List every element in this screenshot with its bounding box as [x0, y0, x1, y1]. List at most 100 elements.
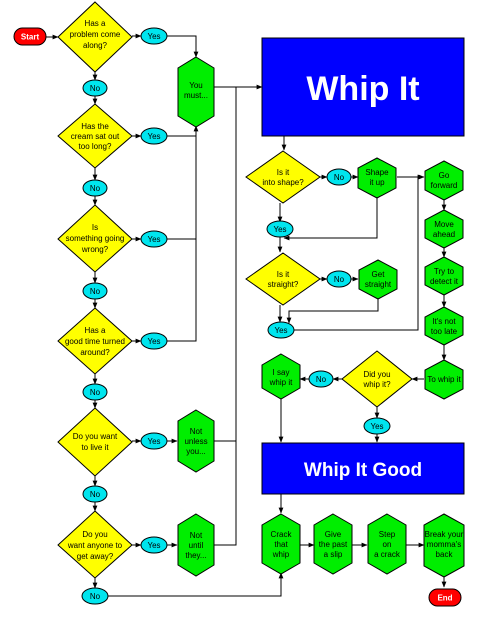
yes-connector-5: Yes [140, 432, 168, 450]
yes-label: Yes [147, 235, 160, 244]
yes-label: Yes [147, 541, 160, 550]
no-connector-did: No [308, 370, 334, 388]
edge-no6-crack [108, 572, 284, 597]
yes-connector-6: Yes [140, 536, 168, 554]
action-to-whip-it-text: To whip it [427, 375, 461, 384]
no-connector-6: No [81, 587, 109, 605]
yes-connector-shape: Yes [266, 220, 294, 238]
no-connector-3: No [82, 282, 108, 300]
whip-it-good-title: Whip It Good [304, 460, 422, 481]
no-label: No [334, 275, 345, 284]
whip-it-title: Whip It [306, 70, 419, 108]
no-connector-2: No [82, 179, 108, 197]
yes-connector-1: Yes [140, 27, 168, 45]
no-label: No [90, 592, 101, 601]
yes-connector-2: Yes [140, 127, 168, 145]
yes-connector-straight: Yes [267, 321, 295, 339]
no-label: No [90, 287, 101, 296]
no-label: No [90, 388, 101, 397]
no-label: No [90, 184, 101, 193]
whip-it-banner: Whip It [261, 37, 465, 137]
no-connector-straight: No [326, 270, 352, 288]
yes-label: Yes [147, 437, 160, 446]
edge-not-until-join [214, 441, 237, 546]
yes-connector-did: Yes [363, 417, 391, 435]
yes-label: Yes [147, 337, 160, 346]
start-terminal: Start [13, 27, 47, 46]
no-connector-shape: No [326, 168, 352, 186]
end-terminal: End [428, 588, 462, 607]
yes-label: Yes [273, 225, 286, 234]
yes-label: Yes [370, 422, 383, 431]
yes-label: Yes [147, 32, 160, 41]
edge-yes-go-forward [294, 174, 425, 331]
no-label: No [334, 173, 345, 182]
edge-yes4-you-must [167, 125, 199, 342]
yes-connector-4: Yes [140, 332, 168, 350]
no-connector-4: No [82, 383, 108, 401]
edge-get-straight-return [286, 298, 379, 324]
yes-label: Yes [147, 132, 160, 141]
connector-lines [45, 33, 447, 597]
whip-it-good-banner: Whip It Good [261, 442, 465, 495]
edge-yes1-you-must [167, 35, 199, 58]
end-label: End [437, 594, 452, 603]
action-to-whip-it: To whip it [424, 359, 464, 400]
start-label: Start [21, 33, 40, 42]
no-connector-5: No [82, 485, 108, 503]
edge-not-unless-join [214, 87, 237, 442]
no-label: No [90, 490, 101, 499]
no-connector-1: No [82, 79, 108, 97]
yes-connector-3: Yes [140, 230, 168, 248]
no-label: No [90, 84, 101, 93]
yes-label: Yes [274, 326, 287, 335]
